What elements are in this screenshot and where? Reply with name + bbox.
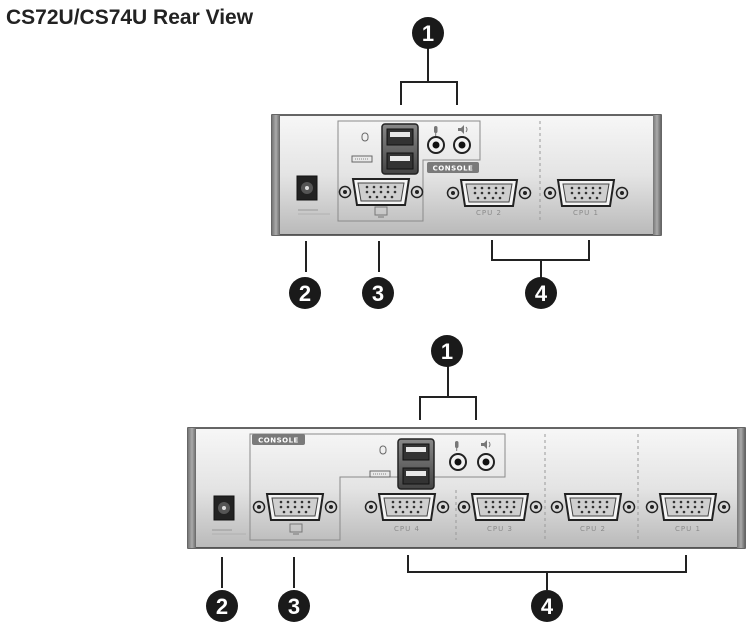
microphone-jack [427, 136, 445, 154]
top-callout-1: 1 [412, 17, 444, 49]
panel-right-edge [737, 428, 745, 548]
cpu-port-label: CPU 4 [394, 525, 420, 533]
page-title: CS72U/CS74U Rear View [6, 6, 254, 29]
keyboard-icon [351, 155, 373, 163]
svg-text:1: 1 [441, 339, 453, 364]
monitor-icon [374, 206, 388, 218]
power-jack [213, 495, 235, 521]
svg-text:1: 1 [422, 21, 434, 46]
panel-left-edge [188, 428, 196, 548]
top-callout-2: 2 [289, 277, 321, 309]
console-label: CONSOLE [433, 165, 474, 173]
power-jack [296, 175, 318, 201]
microphone-jack [449, 453, 467, 471]
usb-console-ports [397, 438, 435, 490]
top-callout-lines [305, 45, 590, 278]
panel-right-edge [653, 115, 661, 235]
power-icon [212, 529, 246, 535]
microphone-icon [455, 441, 459, 451]
svg-text:3: 3 [372, 281, 384, 306]
bottom-callout-4: 4 [531, 590, 563, 622]
console-area-outline [249, 433, 506, 541]
usb-console-ports [381, 123, 419, 175]
power-icon [298, 209, 330, 215]
console-label: CONSOLE [258, 437, 299, 445]
cpu-port-label: CPU 1 [675, 525, 701, 533]
speaker-icon [481, 440, 491, 449]
speaker-jack [477, 453, 495, 471]
top-panel: CONSOLE CPU 2 CPU 1 [271, 114, 662, 236]
svg-text:2: 2 [216, 594, 228, 619]
cpu-port-label: CPU 1 [573, 209, 599, 217]
bottom-panel: CONSOLE CPU 4 CPU 3 CPU 2 CPU 1 [187, 427, 746, 549]
console-area-outline [337, 120, 481, 222]
cpu-port-label: CPU 2 [580, 525, 606, 533]
mouse-icon [379, 445, 387, 455]
bottom-callout-2: 2 [206, 590, 238, 622]
monitor-icon [289, 523, 303, 535]
svg-text:4: 4 [541, 594, 554, 619]
panel-left-edge [272, 115, 280, 235]
bottom-callout-1: 1 [431, 335, 463, 367]
speaker-icon [458, 125, 468, 134]
bottom-callout-3: 3 [278, 590, 310, 622]
mouse-icon [361, 132, 369, 142]
cpu-port-label: CPU 2 [476, 209, 502, 217]
svg-text:2: 2 [299, 281, 311, 306]
bottom-callout-lines [221, 364, 687, 590]
console-tab [252, 434, 305, 445]
top-callout-4: 4 [525, 277, 557, 309]
cpu-port-label: CPU 3 [487, 525, 513, 533]
microphone-icon [434, 126, 438, 136]
svg-text:3: 3 [288, 594, 300, 619]
speaker-jack [453, 136, 471, 154]
svg-text:4: 4 [535, 281, 548, 306]
console-tab [427, 162, 479, 173]
keyboard-icon [369, 470, 391, 478]
top-callout-3: 3 [362, 277, 394, 309]
